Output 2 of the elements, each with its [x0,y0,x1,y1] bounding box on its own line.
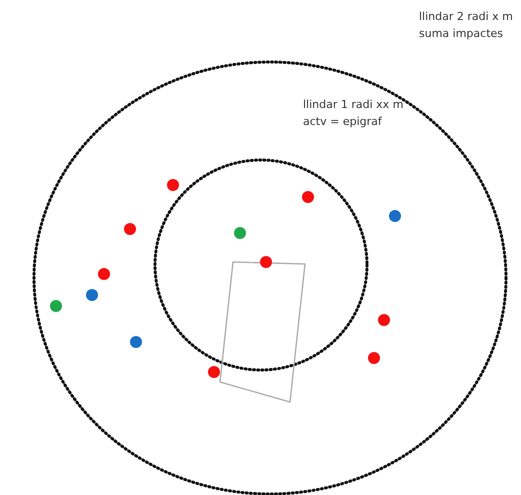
threshold-label: llindar 1 radi xx m actv = epigraf [303,97,404,130]
threshold-label: llindar 2 radi x m suma impactes [419,9,514,42]
